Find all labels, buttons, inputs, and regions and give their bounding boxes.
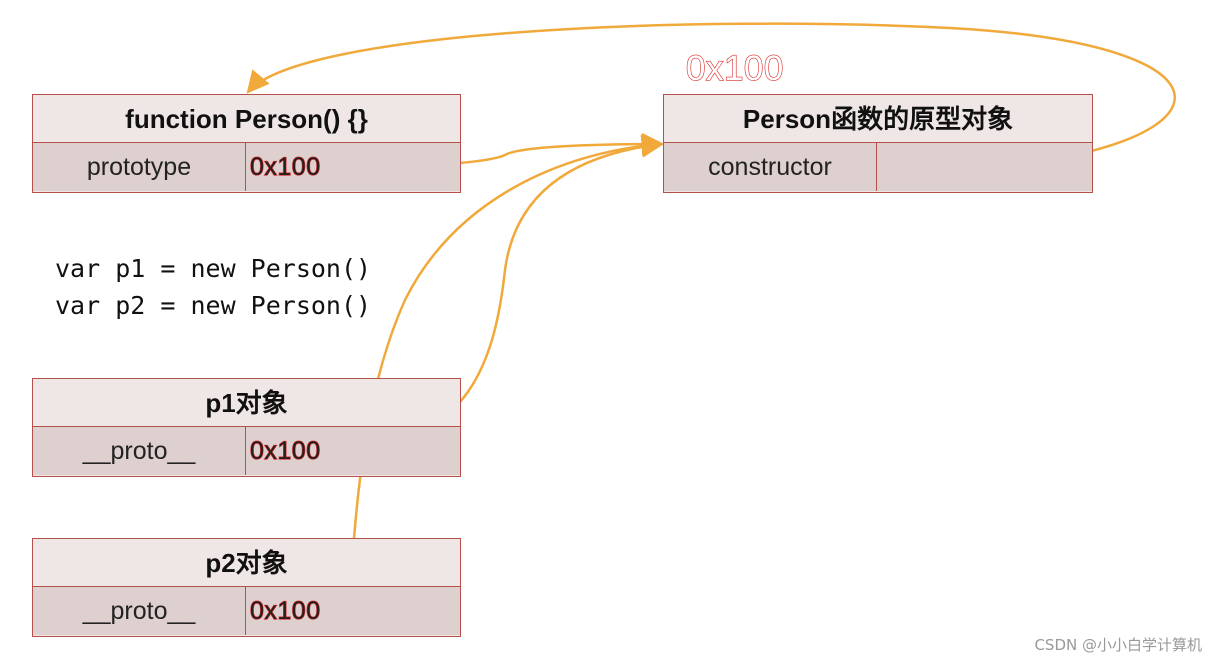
p2-proto-key: __proto__ bbox=[33, 587, 246, 635]
p2-object-box: p2对象 __proto__ 0x100 bbox=[32, 538, 461, 637]
person-function-box: function Person() {} prototype 0x100 bbox=[32, 94, 461, 193]
p2-proto-value: 0x100 bbox=[249, 596, 321, 625]
p1-object-title: p1对象 bbox=[33, 379, 460, 427]
person-function-title: function Person() {} bbox=[33, 95, 460, 143]
prototype-value: 0x100 bbox=[249, 152, 321, 181]
prototype-address-label: 0x100 bbox=[685, 48, 784, 88]
p1-proto-row: __proto__ 0x100 bbox=[33, 427, 460, 475]
p1-proto-key: __proto__ bbox=[33, 427, 246, 475]
prototype-key: prototype bbox=[33, 143, 246, 191]
watermark: CSDN @小小白学计算机 bbox=[1034, 636, 1202, 654]
p2-object-title: p2对象 bbox=[33, 539, 460, 587]
p2-proto-row: __proto__ 0x100 bbox=[33, 587, 460, 635]
code-snippet: var p1 = new Person() var p2 = new Person… bbox=[55, 250, 371, 324]
constructor-value bbox=[877, 143, 1092, 191]
code-line-1: var p1 = new Person() bbox=[55, 254, 372, 283]
prototype-object-title: Person函数的原型对象 bbox=[664, 95, 1092, 143]
code-line-2: var p2 = new Person() bbox=[55, 291, 372, 320]
constructor-row: constructor bbox=[664, 143, 1092, 191]
prototype-row: prototype 0x100 bbox=[33, 143, 460, 191]
prototype-object-box: Person函数的原型对象 constructor bbox=[663, 94, 1093, 193]
constructor-key: constructor bbox=[664, 143, 877, 191]
p1-object-box: p1对象 __proto__ 0x100 bbox=[32, 378, 461, 477]
p1-proto-value: 0x100 bbox=[249, 436, 321, 465]
